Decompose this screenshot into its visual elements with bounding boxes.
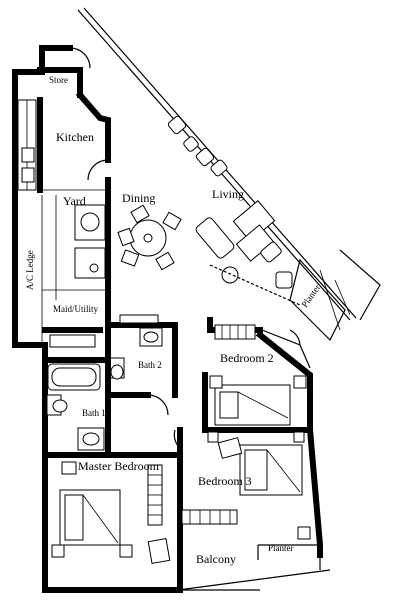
bath1-label: Bath 1	[82, 408, 106, 418]
bath2-fixtures	[105, 314, 178, 398]
maid-utility-room	[42, 327, 103, 348]
balcony-label: Balcony	[196, 552, 236, 566]
master-bedroom-label: Master Bedroom	[78, 459, 160, 473]
bedroom2-room	[202, 317, 313, 433]
living-planter	[289, 249, 381, 342]
dining-set	[117, 204, 182, 271]
balcony-planter-label: Planter	[268, 543, 294, 553]
balcony-area	[177, 544, 331, 591]
living-furniture	[167, 115, 301, 306]
kitchen-fixtures	[17, 99, 108, 191]
yard-fixtures	[41, 195, 108, 345]
bath2-label: Bath 2	[138, 360, 162, 370]
yard-label: Yard	[63, 194, 86, 208]
bedroom3-label: Bedroom 3	[198, 474, 252, 488]
master-bedroom-room	[42, 452, 178, 564]
door-swings	[69, 47, 301, 449]
kitchen-label: Kitchen	[56, 130, 94, 144]
living-planter-label: Planter	[299, 283, 322, 310]
dining-label: Dining	[122, 191, 155, 205]
bedroom2-label: Bedroom 2	[220, 351, 274, 365]
living-label: Living	[212, 187, 244, 201]
ac-ledge-label: A/C Ledge	[25, 250, 35, 290]
bedroom3-room	[177, 426, 323, 593]
store-label: Store	[49, 75, 68, 85]
maid-utility-label: Maid/Utility	[53, 304, 99, 314]
